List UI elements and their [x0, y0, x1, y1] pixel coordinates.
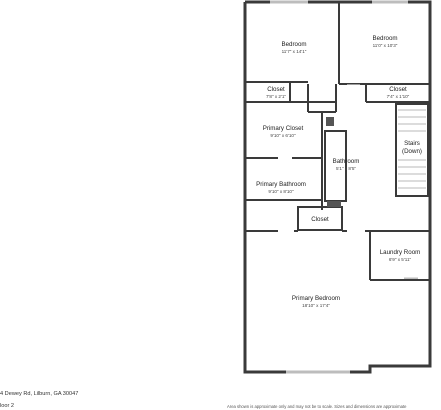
- shaft-hatch: [327, 201, 341, 207]
- room-name: Closet: [267, 86, 285, 93]
- room-dims: 11'0" x 10'3": [373, 43, 398, 48]
- shaft-hatch: [326, 117, 334, 126]
- room-dims: 9'10" x 8'10": [268, 189, 294, 194]
- room-name: Primary Bedroom: [292, 295, 340, 302]
- disclaimer-text: Area shown is approximate only and may n…: [227, 404, 407, 409]
- room-dims: 5'1" x 8'5": [336, 166, 356, 171]
- room-name: Primary Bathroom: [256, 181, 306, 188]
- property-address: 4 Dewey Rd, Lilburn, GA 30047: [0, 391, 79, 397]
- room-name: Stairs: [404, 140, 420, 147]
- room-dims: 11'7" x 14'1": [282, 49, 307, 54]
- room-dims: 18'10" x 17'4": [302, 303, 330, 308]
- stairs-wall: [395, 103, 429, 197]
- room-dims: 7'4" x 1'10": [387, 94, 410, 99]
- room-name: Bathroom: [333, 158, 360, 165]
- closet-wall: [297, 206, 343, 231]
- room-name: Laundry Room: [380, 249, 421, 256]
- room-name: Closet: [311, 216, 329, 223]
- room-name: Bedroom: [372, 35, 397, 42]
- outer-wall: [243, 0, 432, 374]
- room-dims: 9'10" x 6'10": [270, 133, 296, 138]
- room-dims: 6'9" x 5'11": [389, 257, 412, 262]
- room-name: Bedroom: [281, 41, 306, 48]
- room-dims: 7'8" x 2'1": [266, 94, 286, 99]
- room-name: (Down): [402, 148, 422, 155]
- room-name: Closet: [389, 86, 407, 93]
- room-name: Primary Closet: [263, 125, 304, 132]
- floor-label: loor 2: [0, 403, 14, 409]
